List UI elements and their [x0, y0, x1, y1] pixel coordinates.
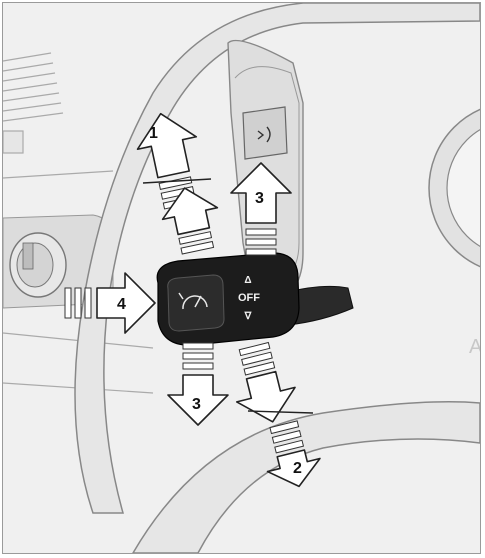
callout-1: 1 — [149, 125, 158, 142]
cruise-control-diagram: A Δ OFF ∇ — [3, 3, 480, 553]
steering-wheel-letter: A — [469, 336, 480, 358]
callout-2: 2 — [293, 460, 302, 477]
lever-off-label: OFF — [238, 292, 260, 304]
distance-button — [243, 107, 287, 159]
callout-4: 4 — [117, 296, 126, 313]
diagram-frame: A Δ OFF ∇ — [2, 2, 481, 554]
callout-3-down: 3 — [192, 396, 201, 413]
lever-up-symbol: Δ — [244, 275, 251, 286]
lever-down-symbol: ∇ — [244, 311, 253, 322]
callout-3-up: 3 — [255, 190, 264, 207]
